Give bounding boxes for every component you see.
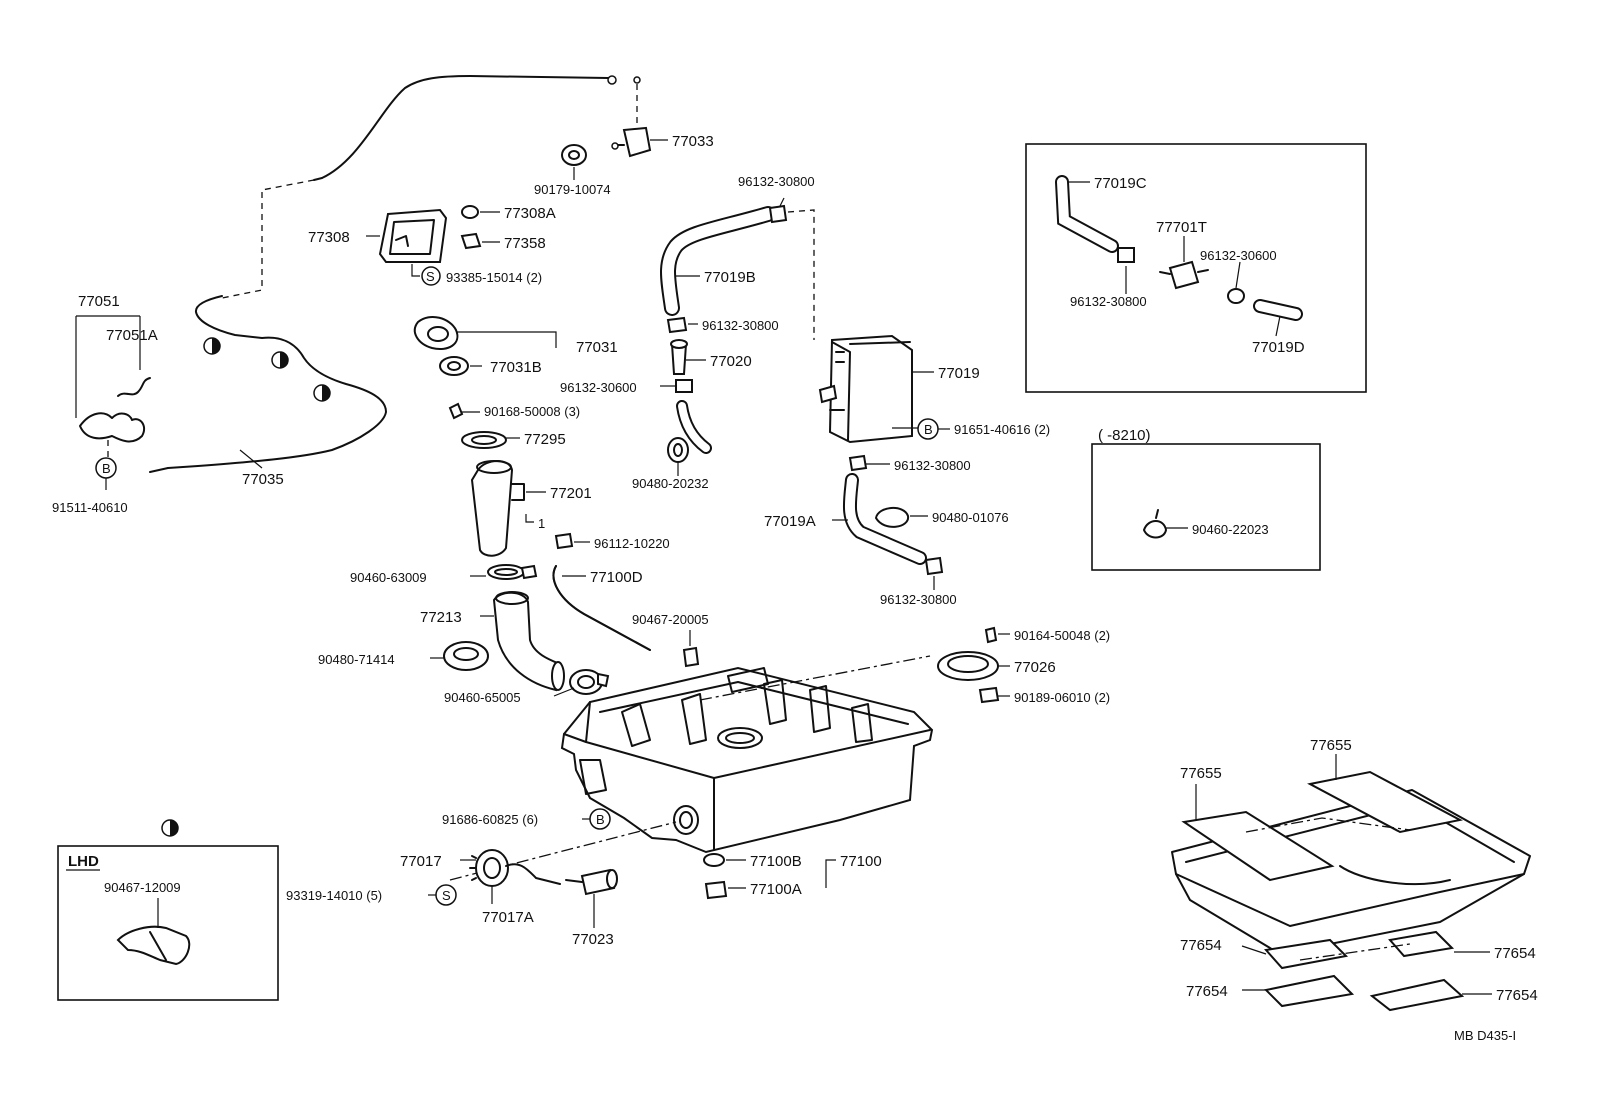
grommet-90179 xyxy=(561,144,587,166)
label-93385: 93385-15014 (2) xyxy=(446,270,542,285)
label-77358: 77358 xyxy=(504,235,546,252)
label-93319: 93319-14010 (5) xyxy=(286,888,382,903)
seal-77295 xyxy=(461,431,507,449)
label-90467-20005: 90467-20005 xyxy=(632,612,709,627)
cable-opener-77033 xyxy=(611,126,652,158)
label-90480-01076: 90480-01076 xyxy=(932,510,1009,525)
label-90460-65005: 90460-65005 xyxy=(444,690,521,705)
label-77031: 77031 xyxy=(576,339,618,356)
tank-protector-view xyxy=(1171,754,1531,1012)
bumper-77358 xyxy=(460,232,482,250)
label-77019D: 77019D xyxy=(1252,339,1305,356)
symbol-b-3: B xyxy=(596,812,605,827)
label-90467-12009: 90467-12009 xyxy=(104,880,181,895)
canister-77019 xyxy=(818,334,913,444)
label-lhd: LHD xyxy=(68,853,99,870)
gasket-77031 xyxy=(413,315,459,350)
label-90460-22023: 90460-22023 xyxy=(1192,522,1269,537)
label-77019A: 77019A xyxy=(764,513,816,530)
hose-77213 xyxy=(492,591,565,692)
part-labels: 77033 90179-10074 96132-30800 77308A 773… xyxy=(52,133,1538,1043)
label-90460-63009: 90460-63009 xyxy=(350,570,427,585)
cover-77026 xyxy=(937,651,999,681)
label-90168: 90168-50008 (3) xyxy=(484,404,580,419)
label-77051A: 77051A xyxy=(106,327,158,344)
label-77017A: 77017A xyxy=(482,909,534,926)
label-77031B: 77031B xyxy=(490,359,542,376)
label-77023: 77023 xyxy=(572,931,614,948)
fuel-lid-77308 xyxy=(378,208,448,263)
label-90480-20232: 90480-20232 xyxy=(632,476,709,491)
lhd-box xyxy=(57,819,279,1001)
label-77295: 77295 xyxy=(524,431,566,448)
label-77308A: 77308A xyxy=(504,205,556,222)
label-90189: 90189-06010 (2) xyxy=(1014,690,1110,705)
label-77213: 77213 xyxy=(420,609,462,626)
grommet-90480-71414 xyxy=(443,641,489,671)
label-77033: 77033 xyxy=(672,133,714,150)
inset-box-vent xyxy=(1025,143,1367,393)
gasket-77031B xyxy=(439,356,469,376)
label-96132-30600: 96132-30600 xyxy=(560,380,637,395)
label-77100D: 77100D xyxy=(590,569,643,586)
label-dash-1: 1 xyxy=(538,516,545,531)
label-77308: 77308 xyxy=(308,229,350,246)
clamp-90460-65005 xyxy=(569,669,610,695)
label-77017: 77017 xyxy=(400,853,442,870)
hinge-77308A xyxy=(461,205,479,219)
label-77051: 77051 xyxy=(78,293,120,310)
label-77654-c: 77654 xyxy=(1186,983,1228,1000)
label-96132-b: 96132-30800 xyxy=(702,318,779,333)
fuel-pump-77023 xyxy=(565,868,618,896)
label-77019C: 77019C xyxy=(1094,175,1147,192)
symbol-b-2: B xyxy=(102,461,111,476)
label-77019B: 77019B xyxy=(704,269,756,286)
label-90480-71414: 90480-71414 xyxy=(318,652,395,667)
label-91651: 91651-40616 (2) xyxy=(954,422,1050,437)
label-96112: 96112-10220 xyxy=(594,536,670,551)
symbol-s-2: S xyxy=(442,888,451,903)
label-96132-c: 96132-30800 xyxy=(894,458,971,473)
label-77020: 77020 xyxy=(710,353,752,370)
inset-box-clamp xyxy=(1091,443,1321,571)
label-77654-b: 77654 xyxy=(1494,945,1536,962)
label-96132-d: 96132-30800 xyxy=(880,592,957,607)
label-77035: 77035 xyxy=(242,471,284,488)
label-77019: 77019 xyxy=(938,365,980,382)
label-91511: 91511-40610 xyxy=(52,500,128,515)
label-77100: 77100 xyxy=(840,853,882,870)
label-77654-d: 77654 xyxy=(1496,987,1538,1004)
label-box2-title: ( -8210) xyxy=(1098,427,1151,444)
label-77100A: 77100A xyxy=(750,881,802,898)
label-77100B: 77100B xyxy=(750,853,802,870)
label-96132-top: 96132-30800 xyxy=(738,174,815,189)
symbol-b-1: B xyxy=(924,422,933,437)
label-90179: 90179-10074 xyxy=(534,182,611,197)
label-box1-96132-30800: 96132-30800 xyxy=(1070,294,1147,309)
label-77655-b: 77655 xyxy=(1310,737,1352,754)
label-77655-a: 77655 xyxy=(1180,765,1222,782)
label-ref-code: MB D435-I xyxy=(1454,1028,1516,1043)
fuel-lid-cable xyxy=(149,75,641,473)
filler-pipe-77201 xyxy=(470,460,525,557)
label-77654-a: 77654 xyxy=(1180,937,1222,954)
label-91686: 91686-60825 (6) xyxy=(442,812,538,827)
fuel-tank-77100 xyxy=(560,666,934,854)
label-77701T: 77701T xyxy=(1156,219,1207,236)
half-circle-symbols xyxy=(203,337,331,402)
label-77201: 77201 xyxy=(550,485,592,502)
clamp-90460-63009 xyxy=(487,564,538,580)
label-90164: 90164-50048 (2) xyxy=(1014,628,1110,643)
valve-77020 xyxy=(670,339,688,375)
symbol-s-1: S xyxy=(426,269,435,284)
label-box1-96132-30600: 96132-30600 xyxy=(1200,248,1277,263)
label-77026: 77026 xyxy=(1014,659,1056,676)
lock-77051 xyxy=(75,315,151,460)
